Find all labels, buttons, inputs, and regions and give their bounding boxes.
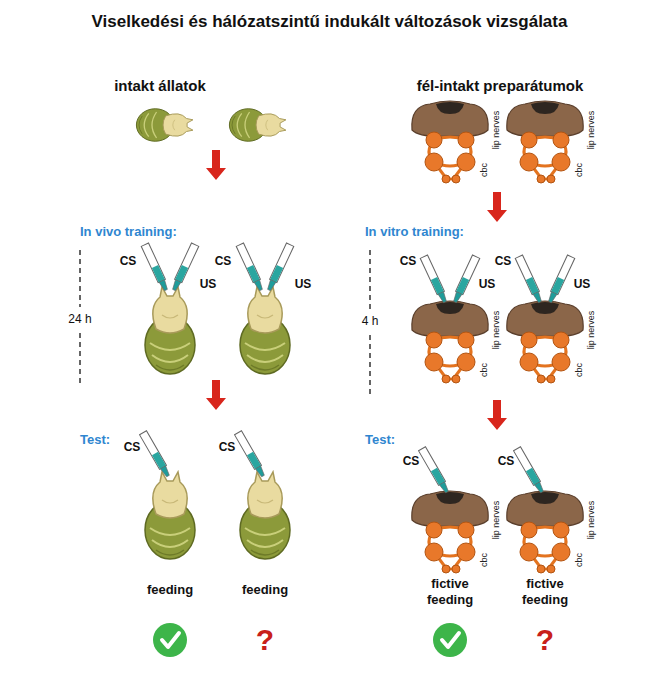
stimulus-label: CS (120, 255, 137, 269)
result-label: fictive feeding (505, 576, 585, 608)
stimulus-label: US (200, 278, 217, 292)
anatomy-label: lip nerves (586, 501, 596, 540)
phase-label: Test: (365, 433, 395, 448)
duration-label: 4 h (362, 315, 379, 329)
stimulus-label: CS (215, 255, 232, 269)
anatomy-label: cbc (574, 163, 584, 177)
step-arrow (487, 400, 507, 430)
timing-line (369, 335, 371, 395)
anatomy-label: cbc (479, 553, 489, 567)
anatomy-label: lip nerves (491, 501, 501, 540)
anatomy-label: cbc (479, 163, 489, 177)
phase-label: In vitro training: (365, 225, 464, 240)
check-mark (153, 623, 187, 657)
result-label: feeding (147, 583, 193, 598)
anatomy-label: cbc (574, 363, 584, 377)
anatomy-label: lip nerves (586, 311, 596, 350)
stimulus-label: CS (124, 441, 141, 455)
pipette-figure (515, 255, 543, 304)
pipette-figure (419, 447, 451, 494)
phase-label: In vivo training: (80, 225, 177, 240)
timing-line (79, 333, 81, 385)
column-heading: fél-intakt preparátumok (417, 77, 584, 94)
title: Viselkedési és hálózatszintű indukált vá… (92, 12, 568, 32)
phase-label: Test: (80, 433, 110, 448)
snail-figure (145, 472, 195, 559)
preparation-figure (507, 101, 583, 183)
pipette-figure (140, 431, 172, 478)
duration-label: 24 h (68, 313, 91, 327)
preparation-figure (507, 491, 583, 573)
preparation-figure (412, 491, 488, 573)
pipette-figure (265, 243, 293, 292)
question-mark: ? (256, 623, 274, 658)
snail-figure (240, 472, 290, 559)
stimulus-label: CS (495, 255, 512, 269)
stimulus-label: CS (403, 455, 420, 469)
anatomy-label: cbc (574, 553, 584, 567)
step-arrow (487, 192, 507, 222)
question-mark: ? (536, 623, 554, 658)
pipette-figure (546, 255, 574, 304)
preparation-figure (507, 301, 583, 383)
pipette-figure (170, 243, 198, 292)
anatomy-label: lip nerves (491, 111, 501, 150)
stimulus-label: US (574, 278, 591, 292)
timing-line (79, 250, 81, 307)
timing-line (369, 250, 371, 309)
pipette-figure (141, 243, 169, 292)
result-label: fictive feeding (410, 576, 490, 608)
stimulus-label: CS (219, 441, 236, 455)
snail-figure (136, 109, 193, 142)
snail-figure (145, 287, 195, 374)
preparation-figure (412, 101, 488, 183)
pipette-figure (514, 447, 546, 494)
step-arrow (206, 380, 226, 410)
check-mark (433, 623, 467, 657)
pipette-figure (451, 255, 479, 304)
anatomy-label: lip nerves (491, 311, 501, 350)
stimulus-label: US (295, 278, 312, 292)
snail-figure (229, 109, 286, 142)
column-heading: intakt állatok (114, 77, 206, 94)
stimulus-label: CS (498, 455, 515, 469)
preparation-figure (412, 301, 488, 383)
step-arrow (206, 150, 226, 180)
anatomy-label: lip nerves (586, 111, 596, 150)
anatomy-label: cbc (479, 363, 489, 377)
stimulus-label: US (479, 278, 496, 292)
stimulus-label: CS (400, 255, 417, 269)
result-label: feeding (242, 583, 288, 598)
pipette-figure (236, 243, 264, 292)
pipette-figure (420, 255, 448, 304)
pipette-figure (235, 431, 267, 478)
snail-figure (240, 287, 290, 374)
